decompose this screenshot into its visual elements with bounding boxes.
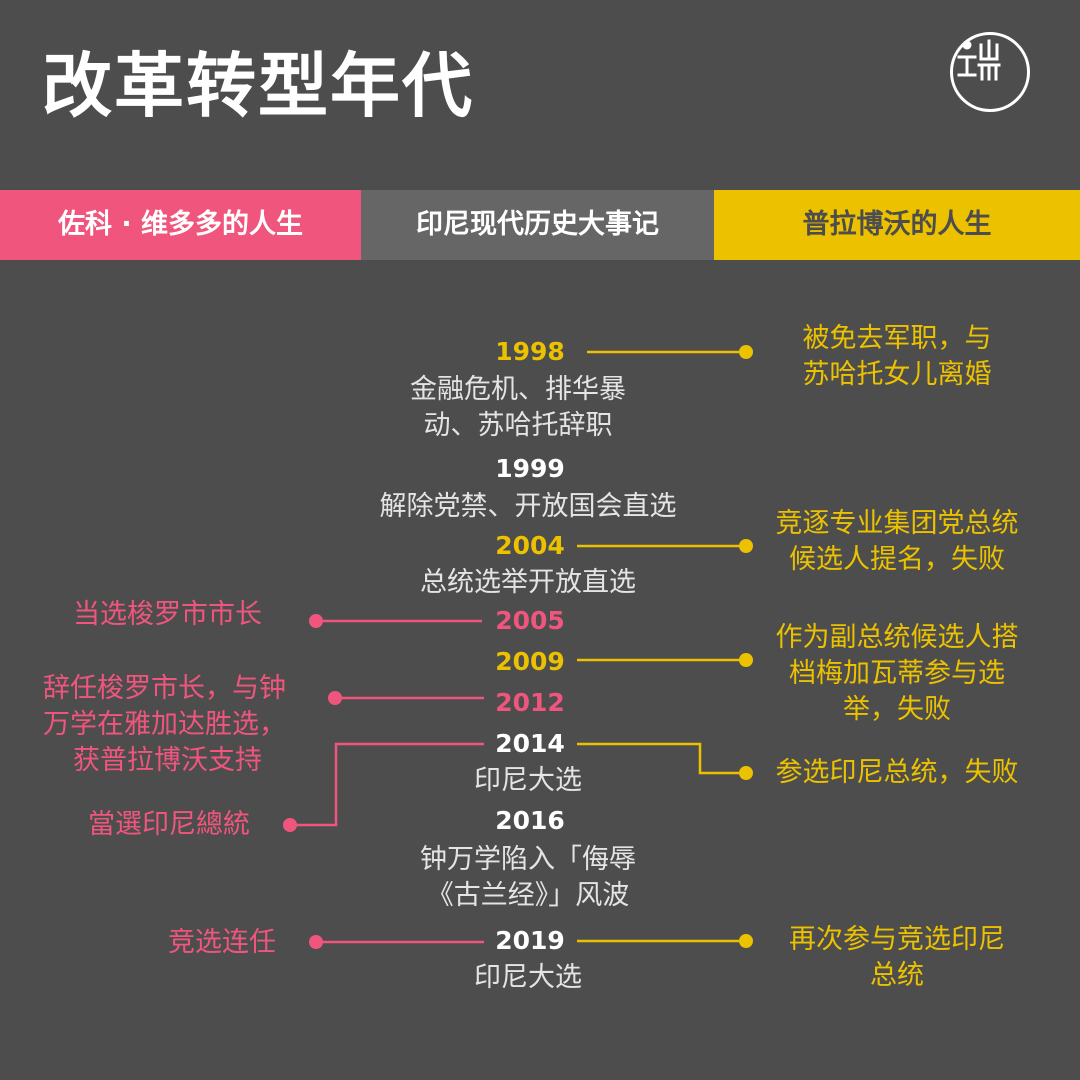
year-1998: 1998: [495, 337, 565, 366]
year-2009: 2009: [495, 647, 565, 676]
connector-2014-left: [290, 742, 484, 827]
event-2019: 印尼大选: [474, 962, 582, 993]
prabowo-2014: 参选印尼总统，失败: [775, 757, 1019, 788]
prabowo-2019-line2: 总统: [870, 960, 924, 991]
dot-2005: [309, 614, 323, 628]
dot-2004: [739, 539, 753, 553]
year-2019: 2019: [495, 926, 565, 955]
event-2016-line2: 《古兰经》」风波: [426, 880, 630, 911]
jokowi-2012-line2: 万学在雅加达胜选，: [43, 709, 286, 740]
year-2005: 2005: [495, 606, 565, 635]
dot-2009: [739, 653, 753, 667]
event-2014: 印尼大选: [474, 765, 582, 796]
page-title: 改革转型年代: [42, 45, 474, 127]
dot-2012: [328, 691, 342, 705]
jokowi-2005: 当选梭罗市市长: [73, 599, 262, 630]
prabowo-2019-line1: 再次参与竞选印尼: [789, 924, 1005, 955]
jokowi-2014: 當選印尼總統: [88, 809, 250, 840]
year-2014: 2014: [495, 729, 565, 758]
header-indonesia-history: 印尼现代历史大事记: [361, 190, 714, 260]
year-1999: 1999: [495, 454, 565, 483]
event-2004: 总统选举开放直选: [420, 567, 636, 598]
jokowi-2012-line1: 辞任梭罗市长，与钟: [43, 673, 286, 704]
header-jokowi-life: 佐科 · 维多多的人生: [0, 190, 361, 260]
dot-2019-left: [309, 935, 323, 949]
dot-2014-right: [739, 766, 753, 780]
prabowo-2004-line2: 候选人提名，失败: [789, 544, 1005, 575]
prabowo-1998-line2: 苏哈托女儿离婚: [802, 359, 992, 390]
header-bar: 佐科 · 维多多的人生 印尼现代历史大事记 普拉博沃的人生: [0, 190, 1080, 260]
event-1998-line1: 金融危机、排华暴: [410, 374, 626, 405]
dot-1998: [739, 345, 753, 359]
prabowo-2009-line1: 作为副总统候选人搭: [775, 622, 1019, 653]
header-prabowo-life: 普拉博沃的人生: [714, 190, 1080, 260]
dot-2014-left: [283, 818, 297, 832]
year-2004: 2004: [495, 531, 565, 560]
prabowo-2009-line3: 举，失败: [843, 694, 951, 725]
year-2016: 2016: [495, 806, 565, 835]
prabowo-2004-line1: 竞逐专业集团党总统: [775, 508, 1019, 539]
media-logo-icon: [950, 32, 1030, 112]
jokowi-2019: 竞选连任: [168, 927, 276, 958]
prabowo-2009-line2: 档梅加瓦蒂参与选: [789, 658, 1005, 689]
dot-2019-right: [739, 934, 753, 948]
event-1999: 解除党禁、开放国会直选: [379, 491, 677, 522]
event-1998-line2: 动、苏哈托辞职: [423, 410, 613, 441]
year-2012: 2012: [495, 688, 565, 717]
jokowi-2012-line3: 获普拉博沃支持: [73, 745, 262, 776]
event-2016-line1: 钟万学陷入「侮辱: [420, 844, 636, 875]
connector-2014-right: [577, 742, 746, 775]
prabowo-1998-line1: 被免去军职，与: [802, 323, 992, 354]
